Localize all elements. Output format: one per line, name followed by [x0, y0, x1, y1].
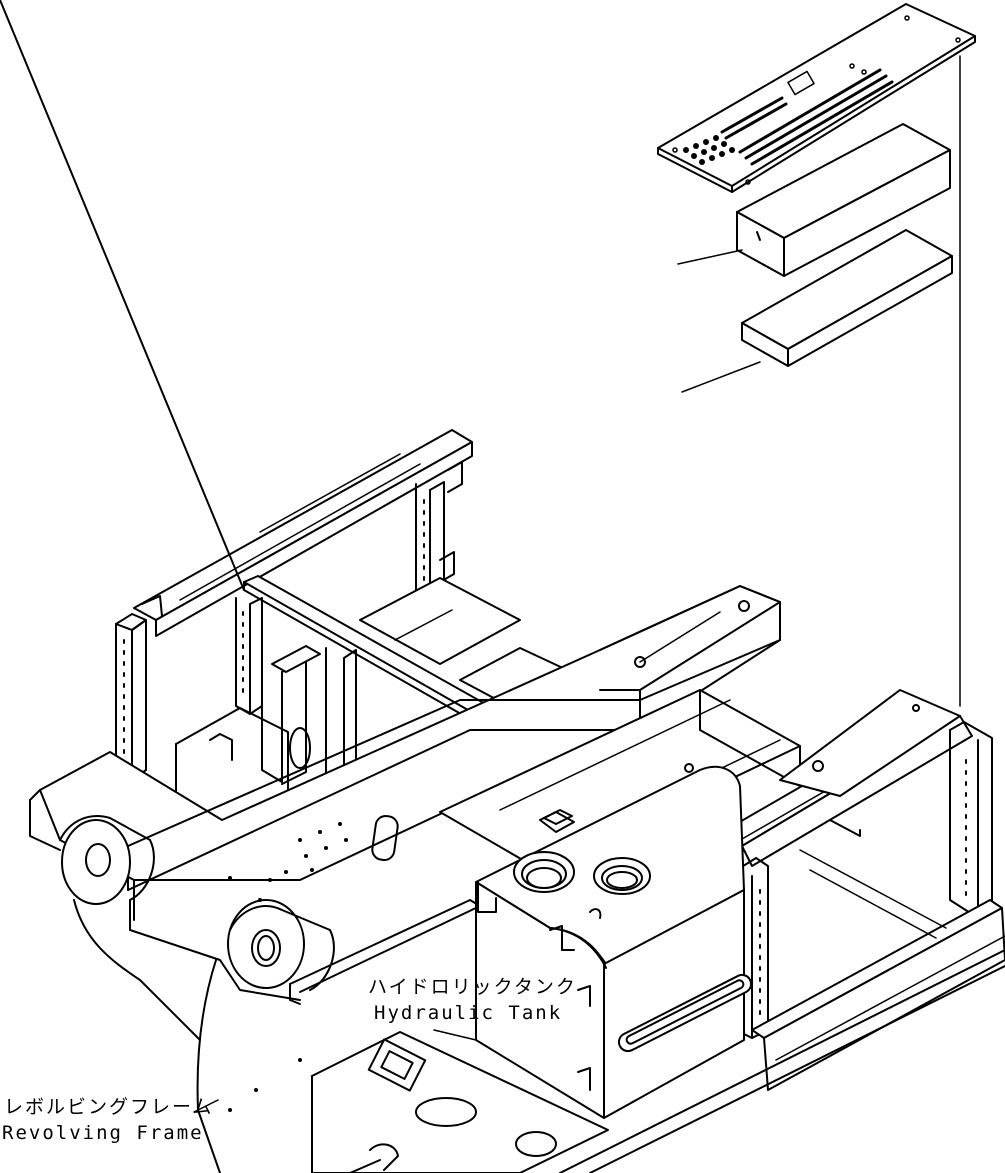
right-front-frame	[711, 689, 1005, 1091]
lower-deck	[311, 949, 1005, 1173]
left-rear-frame	[115, 429, 473, 781]
revolving-frame-label-jp: レボルビングフレーム	[4, 1096, 214, 1118]
hydraulic-tank	[475, 765, 753, 1119]
insulation-block-lower	[741, 229, 953, 367]
insulation-block-upper	[736, 123, 951, 277]
cover-plate	[657, 3, 976, 193]
hydraulic-tank-label-jp: ハイドロリックタンク	[368, 976, 577, 998]
hydraulic-tank-label: Hydraulic Tank	[374, 1002, 563, 1024]
vent-slots	[720, 68, 894, 166]
revolving-frame-label: Revolving Frame	[2, 1122, 204, 1144]
revolving-frame	[29, 585, 781, 1173]
